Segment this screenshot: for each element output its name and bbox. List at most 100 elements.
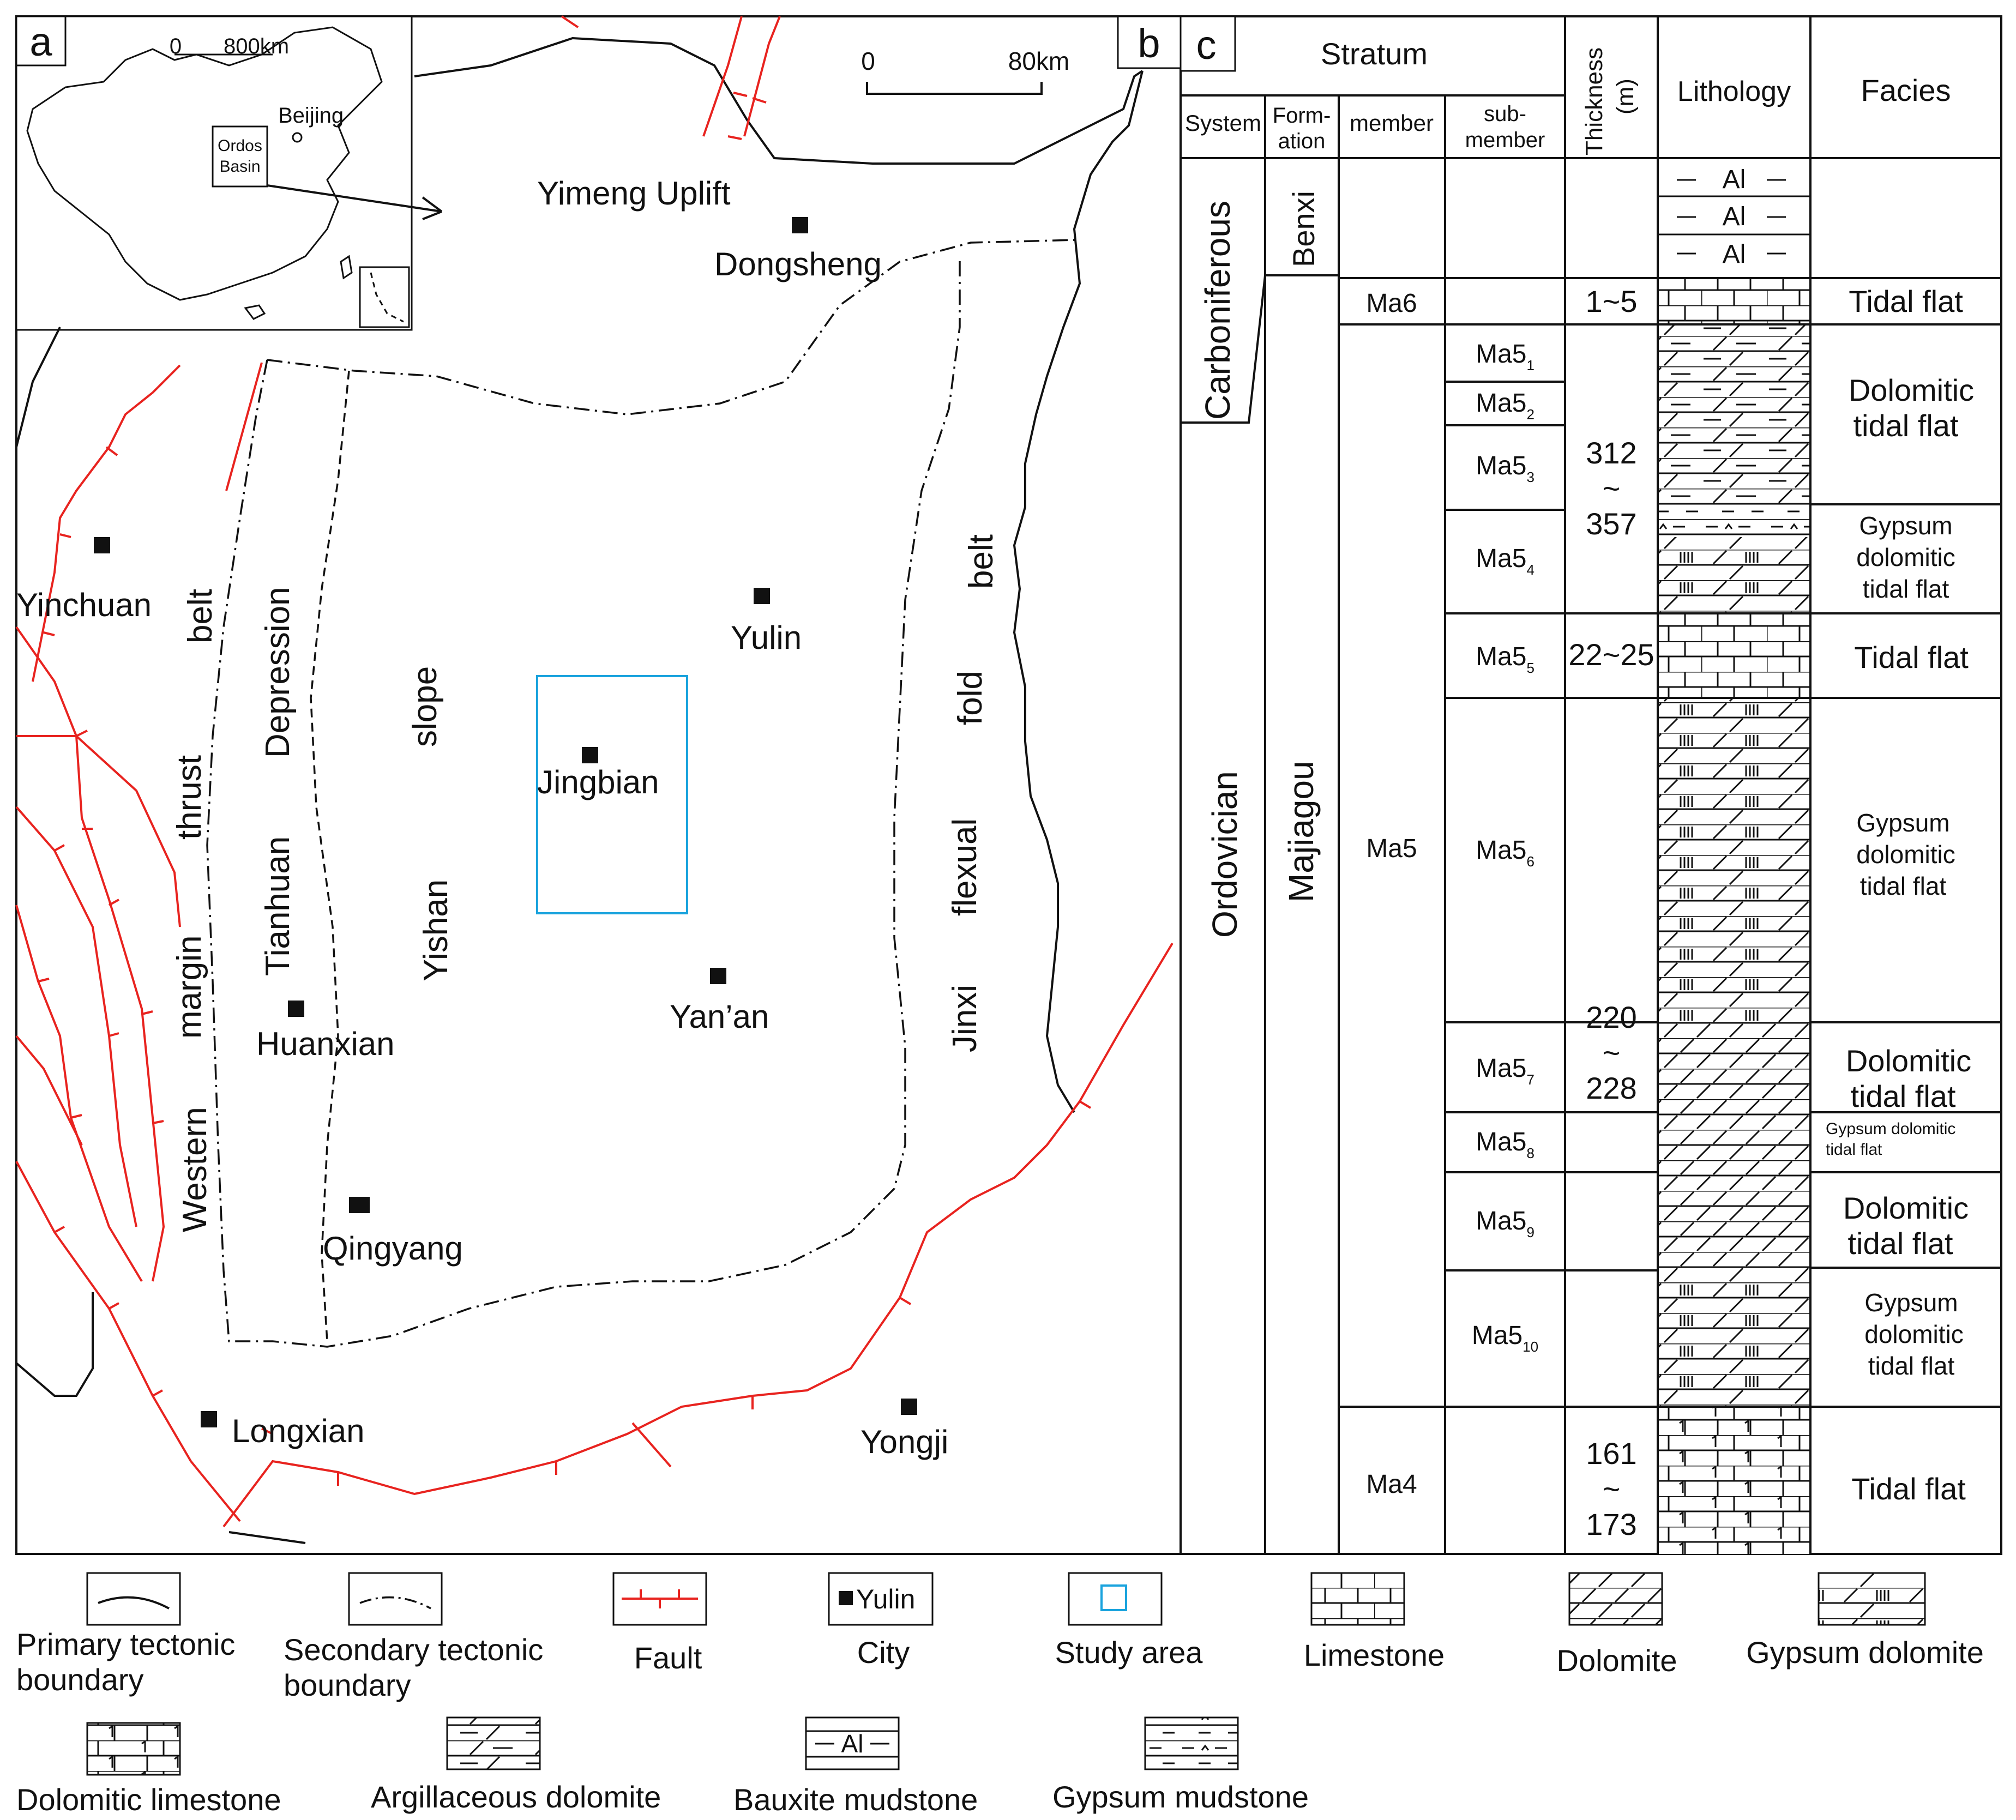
panel-c-box [1179, 15, 1236, 72]
legend-dolomite: Dolomite [1557, 1643, 1677, 1678]
map-scale-zero: 0 [861, 47, 875, 75]
fault-southern-branch [631, 1422, 672, 1468]
panel-label-a: a [29, 19, 52, 64]
nine-dash-line [370, 272, 404, 323]
facies-dolomitic-3b: tidal flat [1848, 1226, 1953, 1261]
submember-6: Ma56 [1476, 836, 1534, 870]
city-label-longxian: Longxian [232, 1413, 365, 1449]
unit-depression: Depression [259, 587, 297, 758]
thickness-upper-a: 312 [1586, 436, 1636, 470]
legend-labels-row1: Primary tectonic boundary Secondary tect… [16, 1584, 1984, 1702]
thickness-lower-t: ~ [1603, 1035, 1621, 1070]
member-ma5: Ma5 [1366, 834, 1417, 863]
city-label-yinchuan: Yinchuan [16, 587, 152, 623]
submember-2: Ma52 [1476, 389, 1534, 423]
legend-swatch-study-area [1068, 1572, 1163, 1626]
inset-scale-max: 800km [224, 34, 289, 58]
city-marker-jingbian [582, 747, 598, 763]
unit-yishan: Yishan [417, 879, 455, 981]
unit-flexual: flexual [946, 818, 984, 916]
member-ma4: Ma4 [1366, 1470, 1417, 1499]
column-gridlines [1181, 16, 2001, 1554]
facies-dolomitic-2a: Dolomitic [1846, 1044, 1971, 1078]
bauxite-al-labels: Al Al Al [1723, 165, 1746, 269]
lith-ma5-7-9 [1658, 1022, 1810, 1268]
inset-scale-zero: 0 [170, 34, 182, 58]
lith-ma5-5 [1658, 613, 1810, 698]
city-marker-qingyang [349, 1197, 370, 1213]
legend-secondary-1: Secondary tectonic [284, 1632, 543, 1667]
fault-west-8 [15, 1035, 83, 1146]
header-submember-1: sub- [1484, 102, 1526, 126]
legend-city-marker [839, 1591, 853, 1605]
member-ma6: Ma6 [1366, 289, 1417, 318]
header-formation-2: ation [1278, 129, 1326, 153]
lith-ma5-upper-arg [1658, 324, 1810, 504]
legend-swatch-dolomite [1568, 1572, 1663, 1626]
city-label-yulin: Yulin [731, 619, 802, 656]
strat-column: c [1179, 15, 2001, 1554]
lith-ma5-6 [1658, 698, 1810, 1022]
submember-1: Ma51 [1476, 340, 1534, 373]
facies-gypsum-3c: tidal flat [1868, 1352, 1955, 1380]
west-depression-boundary [206, 256, 961, 1348]
thickness-ma4-t: ~ [1603, 1472, 1621, 1506]
fault-west-5 [15, 806, 137, 1227]
unit-thrust: thrust [171, 755, 208, 840]
basin-interior-boundary [267, 239, 1078, 415]
thickness-labels: 1~5 312 ~ 357 22~25 220 ~ 228 161 ~ 173 [1568, 284, 1654, 1541]
city-label-yongji: Yongji [860, 1424, 948, 1460]
thickness-lower-b: 228 [1586, 1071, 1636, 1105]
ordos-label-1: Ordos [218, 137, 262, 155]
formation-majiagou: Majiagou [1281, 761, 1321, 902]
submember-8: Ma58 [1476, 1128, 1534, 1161]
city-marker-yulin [754, 588, 770, 604]
facies-gypsum-2a: Gypsum [1856, 809, 1949, 837]
city-label-huanxian: Huanxian [256, 1026, 395, 1062]
facies-dolomitic-3a: Dolomitic [1843, 1191, 1969, 1225]
fault-north-3 [561, 15, 579, 28]
header-stratum: Stratum [1321, 37, 1428, 71]
fault-north-2 [743, 16, 781, 137]
legend-primary-1: Primary tectonic [16, 1627, 235, 1661]
unit-margin: margin [171, 935, 208, 1039]
city-label-jingbian: Jingbian [537, 764, 659, 800]
legend-dolomitic-limestone: Dolomitic limestone [16, 1782, 281, 1817]
city-marker-longxian [201, 1411, 217, 1427]
western-boundary-north [15, 327, 61, 448]
facies-gypsum-3b: dolomitic [1864, 1320, 1964, 1348]
facies-dolomitic-2b: tidal flat [1851, 1079, 1956, 1113]
fault-west-1 [225, 362, 263, 491]
city-marker-huanxian [288, 1001, 304, 1017]
city-marker-yinchuan [94, 537, 110, 553]
thickness-ma6: 1~5 [1586, 284, 1638, 318]
legend-primary-2: boundary [16, 1662, 144, 1697]
thickness-ma4-b: 173 [1586, 1507, 1636, 1541]
legend-al-label: Al [841, 1729, 864, 1758]
header-thickness-unit: (m) [1612, 79, 1639, 114]
china-outline [26, 26, 383, 301]
system-carboniferous: Carboniferous [1198, 201, 1237, 420]
unit-tianhuan: Tianhuan [259, 836, 297, 976]
stratum-labels: Carboniferous Ordovician Benxi Majiagou … [1198, 191, 1417, 1499]
city-marker-dongsheng [792, 217, 808, 233]
legend-swatch-secondary [348, 1572, 443, 1626]
taiwan-island [340, 255, 353, 280]
fault-west-4 [16, 735, 181, 927]
facies-gypsum-2b: dolomitic [1856, 840, 1955, 869]
thickness-upper-b: 357 [1586, 507, 1636, 541]
legend-limestone: Limestone [1304, 1638, 1445, 1672]
legend-city: City [857, 1635, 910, 1670]
facies-gypsum-2c: tidal flat [1860, 872, 1947, 900]
thickness-upper-t: ~ [1603, 471, 1621, 505]
study-area-box [536, 675, 688, 914]
header-submember-2: member [1465, 128, 1545, 152]
al-label-1: Al [1723, 165, 1746, 194]
lith-ma5-4-gydo [1658, 537, 1810, 613]
facies-gypsum-small-b: tidal flat [1826, 1141, 1882, 1159]
unit-belt-west: belt [182, 589, 219, 643]
unit-western: Western [176, 1107, 214, 1232]
fault-west-3 [15, 626, 165, 1282]
city-labels: Yimeng Uplift Dongsheng Yinchuan Yulin J… [16, 175, 948, 1460]
